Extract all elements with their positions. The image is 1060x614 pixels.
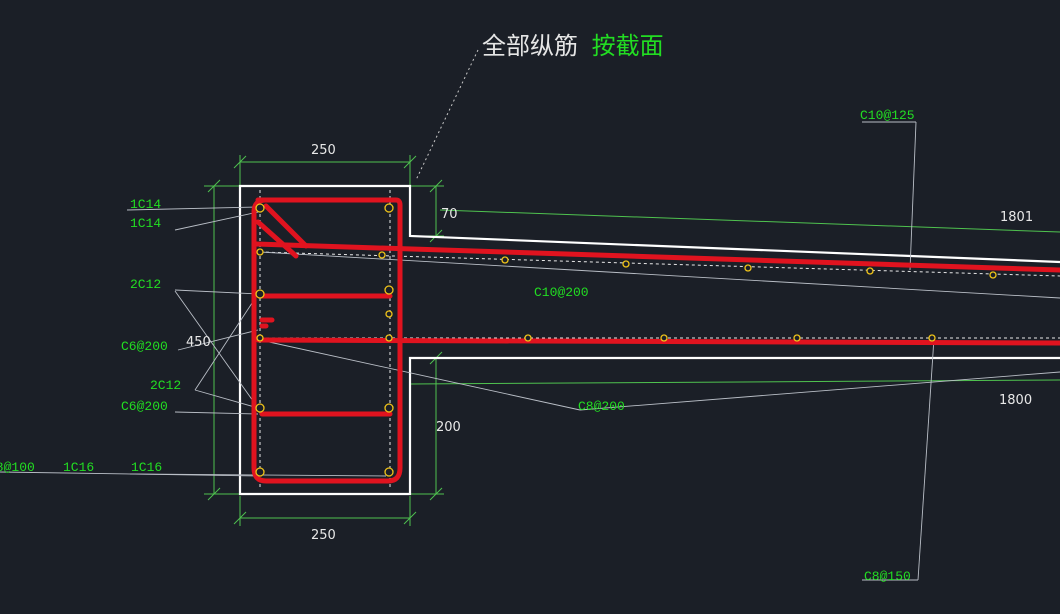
dim-height: 450: [186, 335, 211, 350]
title-main: 全部纵筋: [482, 32, 578, 60]
label-c8-150: C8@150: [864, 569, 911, 584]
label-1c16-a: 1C16: [63, 460, 94, 475]
rebar: [251, 197, 1060, 484]
dimension-texts: 250 250 450 70 200 1801 1800: [186, 143, 1033, 543]
label-top-1c14-b: 1C14: [130, 216, 161, 231]
label-c8-200: C8@200: [578, 399, 625, 414]
label-2c12-b: 2C12: [150, 378, 181, 393]
slab-top-bar: [253, 241, 1060, 273]
title-text: 全部纵筋 按截面: [482, 32, 664, 60]
label-top-1c14-a: 1C14: [130, 197, 161, 212]
rebar-labels: C10@125 C10@200 C8@200 C8@150 C8@100 1C1…: [0, 108, 915, 584]
label-c8-100: C8@100: [0, 460, 35, 475]
outer-stirrup: [251, 197, 403, 484]
label-2c12-a: 2C12: [130, 277, 161, 292]
label-c10-200: C10@200: [534, 285, 589, 300]
dim-slab-length-top: 1801: [1000, 210, 1033, 225]
label-c6-200-b: C6@200: [121, 399, 168, 414]
hook-b: [255, 219, 299, 259]
label-1c16-b: 1C16: [131, 460, 162, 475]
title-leader-line: [415, 49, 479, 181]
dim-slab-top: 70: [441, 207, 458, 222]
dim-top-width: 250: [311, 143, 336, 158]
dim-bottom-width: 250: [311, 528, 336, 543]
title-accent: 按截面: [592, 32, 664, 60]
dim-slab-length-bottom: 1800: [999, 393, 1032, 408]
dim-slab-bottom: 200: [436, 420, 461, 435]
rebar-nodes: [255, 203, 997, 477]
concrete-outline: [238, 184, 1060, 496]
slab-bottom-bar: [255, 337, 1060, 346]
label-c6-200-a: C6@200: [121, 339, 168, 354]
hook-a: [263, 203, 309, 249]
label-c10-125: C10@125: [860, 108, 915, 123]
